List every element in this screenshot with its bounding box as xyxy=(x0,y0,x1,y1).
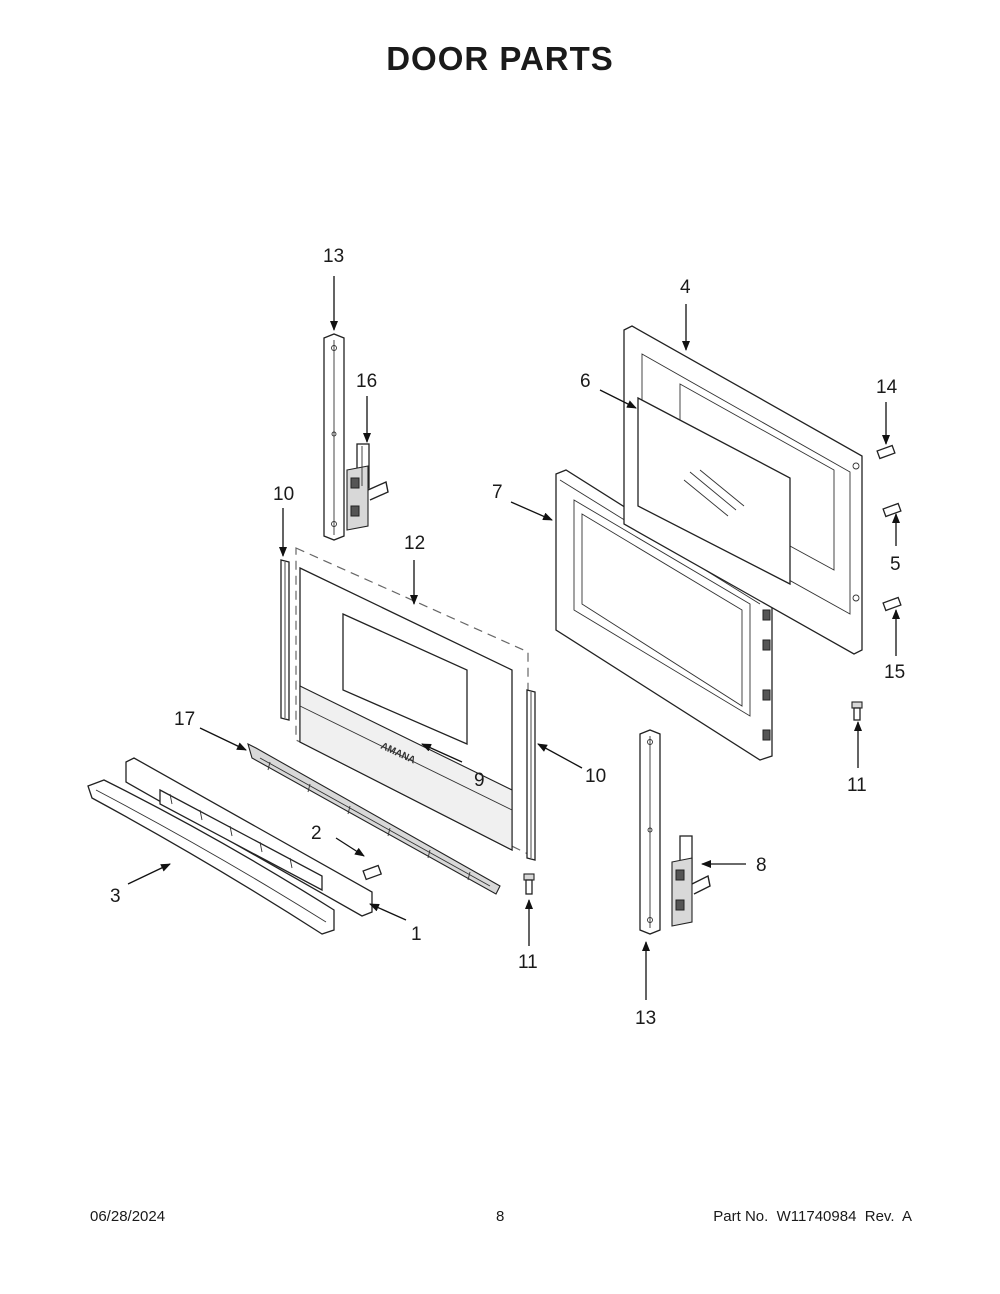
callout-2: 2 xyxy=(311,823,322,844)
footer-page-number: 8 xyxy=(496,1208,505,1225)
callout-13-top: 13 xyxy=(323,246,344,267)
screw-right xyxy=(851,701,863,721)
callout-6: 6 xyxy=(580,371,591,392)
callout-17: 17 xyxy=(174,709,195,730)
callout-15: 15 xyxy=(884,662,905,683)
door-handle xyxy=(87,779,335,935)
callout-12: 12 xyxy=(404,533,425,554)
handle-bracket xyxy=(125,757,373,917)
footer-date: 06/28/2024 xyxy=(90,1208,166,1225)
side-trim-right xyxy=(526,689,536,861)
screw-5 xyxy=(882,502,902,518)
callout-10-left: 10 xyxy=(273,484,294,505)
handle-screw xyxy=(362,864,383,881)
footer-part-number: Part No. W11740984 Rev. A xyxy=(713,1208,912,1225)
inner-glass xyxy=(637,396,791,586)
leader-arrows xyxy=(127,276,900,1000)
callout-8: 8 xyxy=(756,855,767,876)
hinge-top xyxy=(346,443,389,531)
side-trim-left xyxy=(280,559,290,721)
vent-trim xyxy=(247,742,501,895)
callout-10-right: 10 xyxy=(585,766,606,787)
callout-4: 4 xyxy=(680,277,691,298)
callout-5: 5 xyxy=(890,554,901,575)
callout-16: 16 xyxy=(356,371,377,392)
callout-14: 14 xyxy=(876,377,898,398)
hinge-receiver-top xyxy=(323,333,345,541)
screw-left xyxy=(523,873,535,895)
callout-7: 7 xyxy=(492,482,503,503)
outer-door-panel: AMANA xyxy=(295,547,529,855)
page-title: DOOR PARTS xyxy=(386,40,614,77)
callout-13-bottom: 13 xyxy=(635,1008,656,1029)
callout-9: 9 xyxy=(474,770,485,791)
callout-3: 3 xyxy=(110,886,121,907)
callout-11-left: 11 xyxy=(518,952,538,973)
screw-14 xyxy=(876,444,896,460)
hinge-receiver-bottom xyxy=(639,729,661,935)
callout-1: 1 xyxy=(411,924,422,945)
callout-11-right: 11 xyxy=(847,775,867,796)
screw-15 xyxy=(882,596,902,612)
hinge-bottom xyxy=(671,835,711,927)
